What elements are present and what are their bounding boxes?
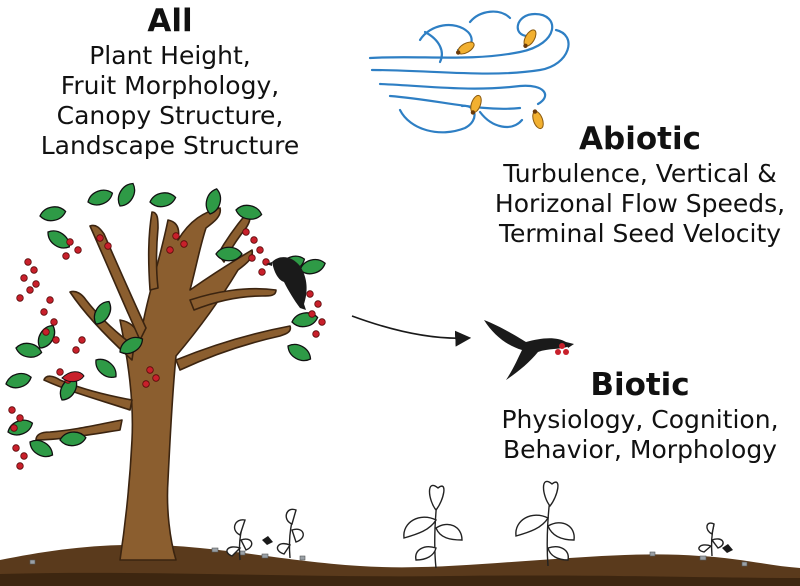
all-line-1: Plant Height, xyxy=(89,40,251,70)
flying-bird-icon xyxy=(484,320,574,380)
abiotic-line-3: Terminal Seed Velocity xyxy=(498,218,782,248)
biotic-heading: Biotic xyxy=(590,367,690,403)
biotic-line-1: Physiology, Cognition, xyxy=(501,404,779,434)
biotic-factors-label: Biotic Physiology, Cognition, Behavior, … xyxy=(480,366,800,465)
all-line-3: Canopy Structure, xyxy=(56,100,284,130)
red-bird-icon xyxy=(61,371,85,383)
dispersal-arrow-icon xyxy=(351,315,472,347)
all-line-2: Fruit Morphology, xyxy=(60,70,280,100)
seedlings-icon xyxy=(226,480,724,569)
abiotic-factors-label: Abiotic Turbulence, Vertical & Horizonal… xyxy=(480,120,800,249)
ground-seeds-icon xyxy=(262,536,733,553)
biotic-line-2: Behavior, Morphology xyxy=(503,434,777,464)
tree-icon xyxy=(3,179,328,561)
soil-ground-icon xyxy=(0,544,800,586)
abiotic-line-1: Turbulence, Vertical & xyxy=(503,158,777,188)
abiotic-heading: Abiotic xyxy=(579,121,701,157)
wind-swirls-icon xyxy=(368,10,570,134)
all-heading: All xyxy=(147,3,193,39)
seeds-icon xyxy=(456,29,544,130)
all-factors-label: All Plant Height, Fruit Morphology, Cano… xyxy=(20,2,320,161)
perched-bird-icon xyxy=(266,257,307,310)
abiotic-line-2: Horizonal Flow Speeds, xyxy=(494,188,786,218)
all-line-4: Landscape Structure xyxy=(40,130,300,160)
